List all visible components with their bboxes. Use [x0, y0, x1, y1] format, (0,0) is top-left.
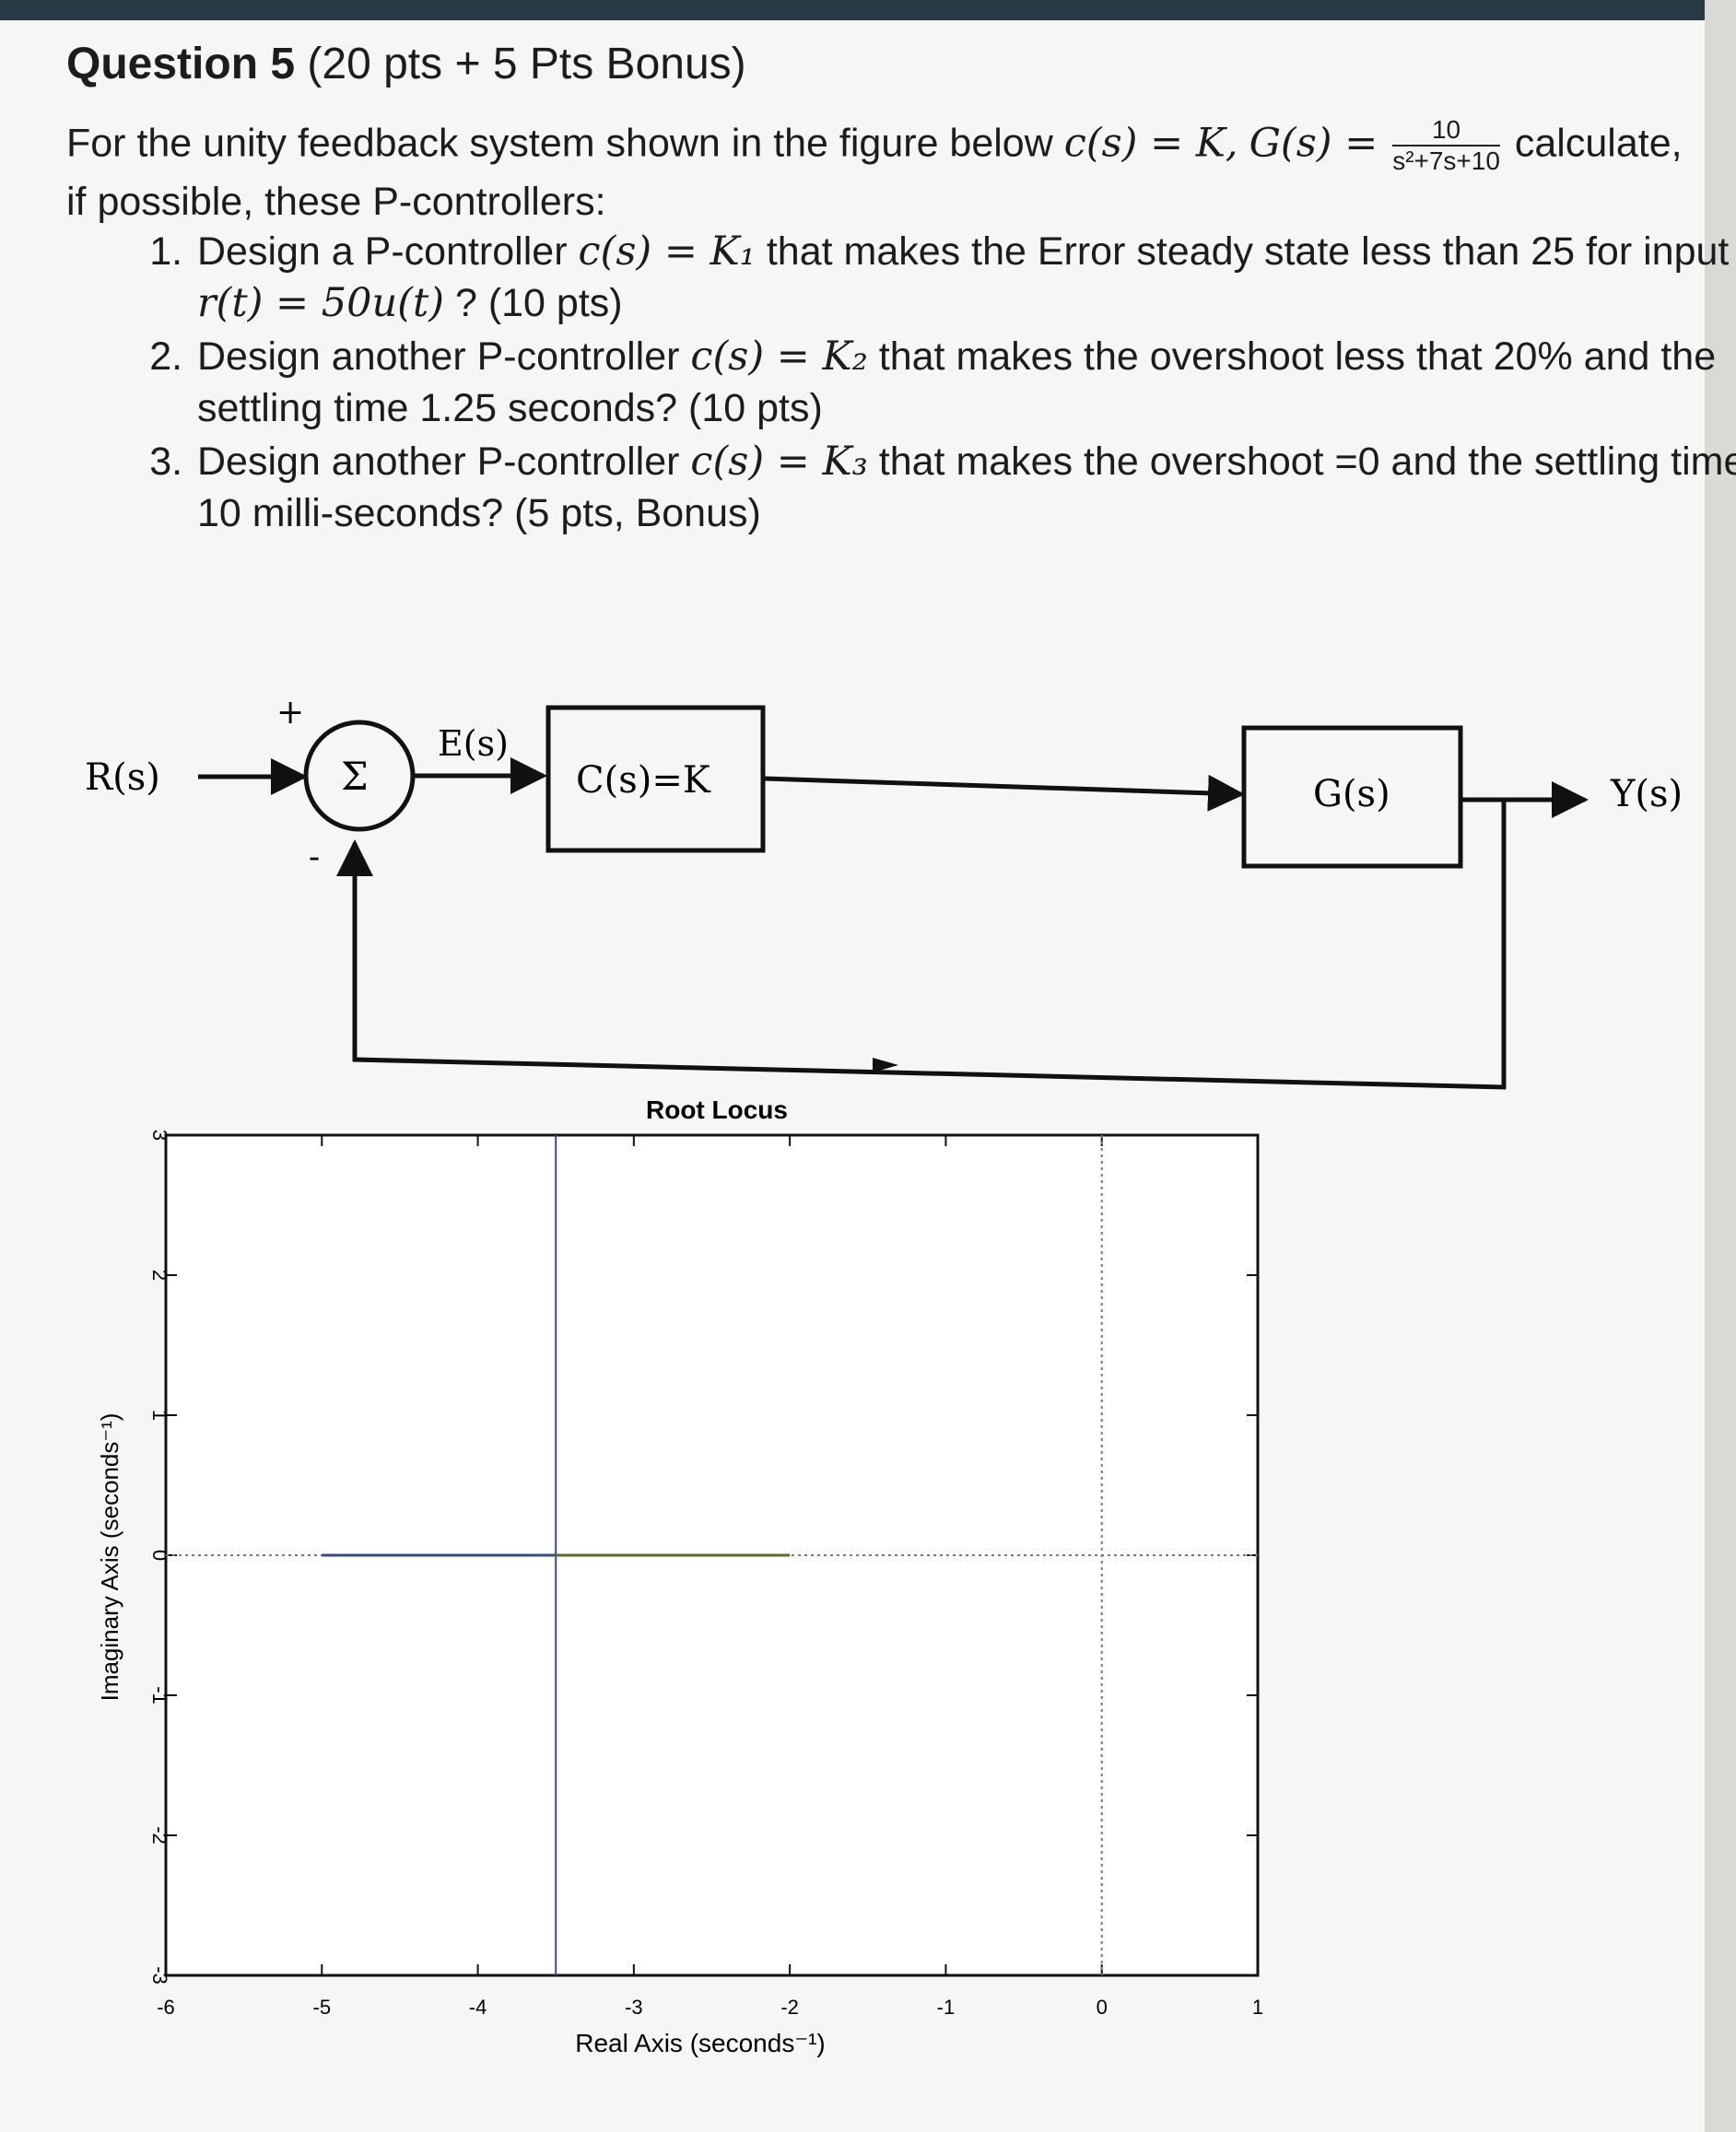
y-axis-label: Imaginary Axis (seconds⁻¹) [96, 1413, 123, 1702]
question-number: Question 5 [66, 40, 296, 88]
list-item: Design another P-controller c(s) = K₃ th… [194, 436, 1736, 539]
page-right-edge [1705, 0, 1736, 2132]
top-dark-strip [0, 0, 1736, 20]
x-tick-label: -5 [313, 1996, 332, 2019]
controller-equation: c(s) = K, [1063, 120, 1238, 167]
controller-block [545, 705, 766, 853]
y-tick-label: -3 [148, 1966, 171, 1985]
x-tick-label: -2 [780, 1996, 799, 2019]
question-list: Design a P-controller c(s) = K₁ that mak… [129, 226, 1736, 541]
plant-label: G(s) [1313, 773, 1390, 815]
input-equation: r(t) = 50u(t) [197, 280, 444, 326]
item-equation: c(s) = K₃ [690, 439, 868, 485]
plant-equation: G(s) = [1249, 120, 1378, 167]
y-tick-label: -2 [148, 1826, 171, 1845]
feedback-arrowhead [873, 1058, 898, 1072]
y-tick-label: 3 [148, 1130, 171, 1141]
x-tick-label: 0 [1097, 1996, 1108, 2019]
error-label: E(s) [438, 723, 509, 764]
plant-numerator: 10 [1392, 115, 1500, 146]
item-text: that makes the overshoot =0 and the sett… [197, 439, 1736, 535]
x-tick-label: -3 [625, 1996, 643, 2019]
y-tick-label: 0 [148, 1550, 171, 1561]
question-title: Question 5 (20 pts + 5 Pts Bonus) [66, 39, 746, 89]
output-label: Y(s) [1610, 773, 1683, 815]
item-equation: c(s) = K₂ [690, 334, 868, 380]
controller-label: C(s)=K [576, 759, 711, 802]
x-tick-labels: -6 -5 -4 -3 -2 -1 0 1 [157, 1135, 1263, 2019]
y-tick-label: 2 [148, 1270, 171, 1281]
y-tick-label: 1 [148, 1410, 171, 1421]
y-tick-labels: 3 2 1 0 -1 -2 -3 [148, 1130, 1258, 1985]
x-tick-label: -1 [937, 1996, 956, 2019]
item-text: that makes the Error steady state less t… [766, 229, 1730, 274]
chart-title: Root Locus [646, 1095, 788, 1124]
locus-marks [166, 1135, 1258, 1975]
summer-symbol: Σ [341, 754, 369, 799]
x-tick-label: 1 [1252, 1996, 1263, 2019]
plant-denominator: s²+7s+10 [1392, 146, 1500, 175]
item-text: that makes the overshoot less that 20% a… [197, 334, 1717, 430]
plant-fraction: 10 s²+7s+10 [1392, 115, 1500, 176]
item-text: Design a P-controller [197, 229, 568, 274]
plus-sign: + [276, 694, 304, 732]
y-tick-label: -1 [148, 1686, 171, 1704]
plant-block [1241, 725, 1463, 869]
minus-sign: - [309, 838, 320, 876]
list-item: Design a P-controller c(s) = K₁ that mak… [194, 226, 1736, 329]
item-text: Design another P-controller [197, 439, 680, 484]
feedback-path [336, 800, 1507, 1090]
controller-to-plant-arrow [764, 774, 1245, 812]
question-intro: For the unity feedback system shown in t… [66, 115, 1707, 228]
intro-line-2: if possible, these P-controllers: [66, 180, 606, 224]
input-label: R(s) [85, 756, 160, 799]
intro-calculate: calculate, [1514, 121, 1683, 166]
intro-text: For the unity feedback system shown in t… [66, 121, 1053, 166]
question-points: (20 pts + 5 Pts Bonus) [307, 40, 746, 88]
block-diagram: R(s) + - Σ E(s) C(s)=K G(s) Y(s) [85, 694, 1683, 1090]
x-tick-label: -6 [157, 1996, 175, 2019]
item-equation: c(s) = K₁ [578, 228, 756, 275]
root-locus-chart: Root Locus -6 -5 -4 -3 -2 -1 0 1 3 2 1 0 -1 -2 -3 Rea… [96, 1095, 1263, 2057]
item-points: ? (10 pts) [454, 281, 623, 325]
x-tick-label: -4 [469, 1996, 487, 2019]
x-axis-label: Real Axis (seconds⁻¹) [575, 2029, 826, 2057]
list-item: Design another P-controller c(s) = K₂ th… [194, 331, 1736, 434]
item-text: Design another P-controller [197, 334, 680, 379]
